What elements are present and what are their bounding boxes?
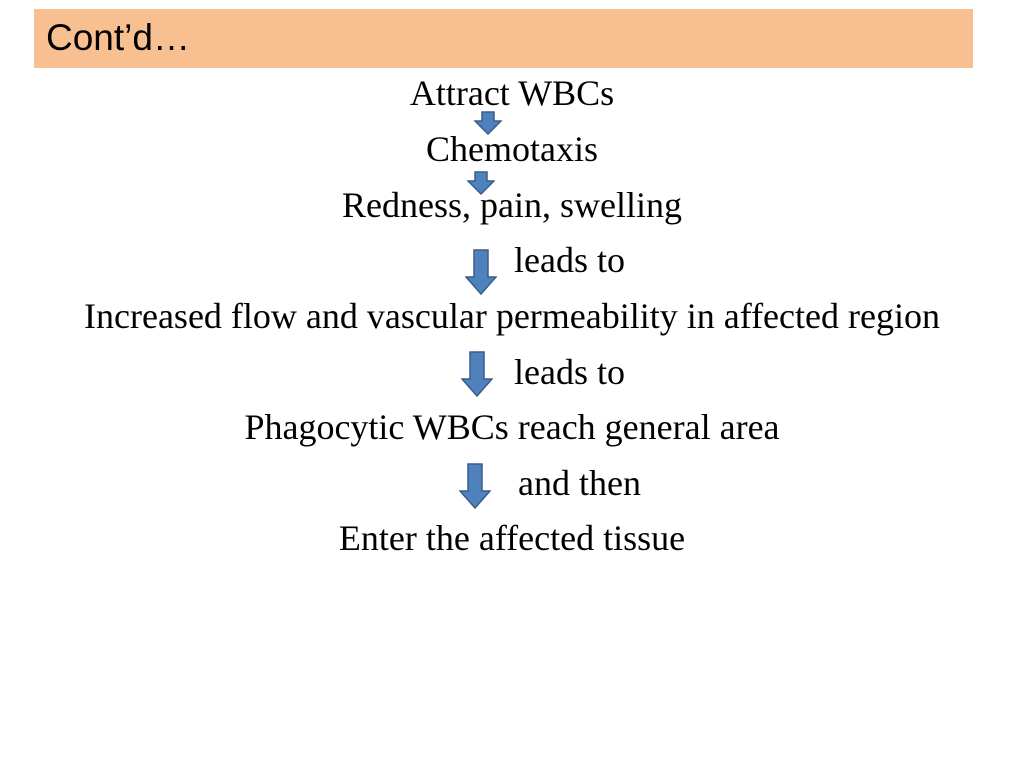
flow-step-phagocytic-wbcs: Phagocytic WBCs reach general area <box>244 407 780 447</box>
flow-step-chemotaxis: Chemotaxis <box>426 129 598 169</box>
flow-step-enter-tissue: Enter the affected tissue <box>338 518 686 558</box>
down-arrow-icon <box>461 351 493 397</box>
down-arrow-icon <box>467 171 495 195</box>
slide-title-bar: Cont’d… <box>34 9 973 68</box>
connector-label-leads-to: leads to <box>514 240 625 280</box>
flow-step-attract-wbcs: Attract WBCs <box>409 73 615 113</box>
flow-step-redness-pain-swelling: Redness, pain, swelling <box>342 185 682 225</box>
connector-label-leads-to: leads to <box>514 352 625 392</box>
down-arrow-icon <box>459 463 491 509</box>
slide-title: Cont’d… <box>46 17 190 58</box>
connector-label-and-then: and then <box>518 463 641 503</box>
flow-step-increased-flow: Increased flow and vascular permeability… <box>84 296 940 336</box>
down-arrow-icon <box>465 249 497 295</box>
down-arrow-icon <box>474 111 502 135</box>
